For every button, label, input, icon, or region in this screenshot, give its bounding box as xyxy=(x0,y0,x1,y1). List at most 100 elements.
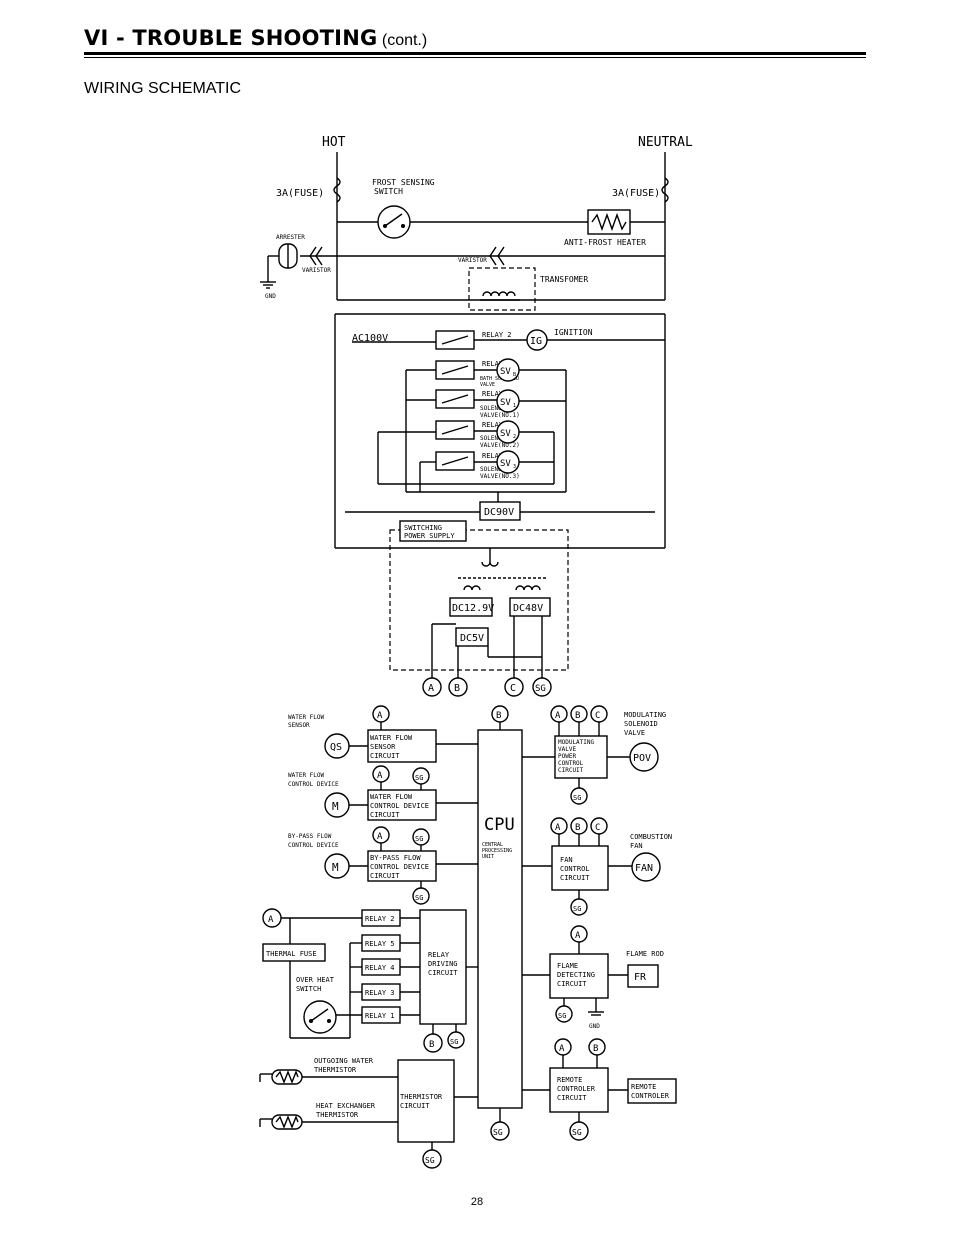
remote-box xyxy=(627,1078,677,1104)
header-title: VI - TROUBLE SHOOTING xyxy=(84,26,378,50)
bypass-label-1: BY-PASS FLOW xyxy=(288,833,332,840)
dc90v-label: DC90V xyxy=(484,507,514,518)
wf-sensor-label-1: WATER FLOW xyxy=(288,714,325,721)
terminal-a-label: A xyxy=(428,683,434,694)
thermistor-circuit-2: CIRCUIT xyxy=(400,1102,430,1110)
wf-control-label-2: CONTROL DEVICE xyxy=(288,781,339,788)
remote-term-b: B xyxy=(593,1044,598,1054)
relay-driving-1: RELAY xyxy=(428,951,450,959)
varistor-mid-label: VARISTOR xyxy=(458,257,487,264)
sv-no2-label-2: VALVE(NO.2) xyxy=(480,442,520,449)
switching-label-2: POWER SUPPLY xyxy=(404,532,455,540)
fuse-right-icon xyxy=(661,177,669,203)
sv-no3-label-2: VALVE(NO.3) xyxy=(480,473,520,480)
bypass-term-a: A xyxy=(377,832,383,842)
dc48v-box xyxy=(509,597,551,617)
water-flow-sensor-group: WATER FLOW SENSOR QS WATER FLOW SENSOR C… xyxy=(288,705,478,763)
mod-circuit-1: MODULATING xyxy=(558,739,595,746)
fan-term-b: B xyxy=(575,823,580,833)
sv-no2-label-1: SOLENOID xyxy=(480,435,509,442)
sv2-sub: 2 xyxy=(513,434,516,440)
relay-term-a: A xyxy=(268,915,274,925)
flame-rod-box xyxy=(627,964,659,988)
mains-section: HOT NEUTRAL 3A(FUSE) 3A(FUSE) FROST SENS… xyxy=(260,135,693,311)
dc90v-box xyxy=(479,501,521,521)
terminal-sg-label: SG xyxy=(535,684,546,694)
relay5-small-label: RELAY 5 xyxy=(365,940,395,948)
sv-no3-label-1: SOLENOID xyxy=(480,466,509,473)
wf-sensor-circuit-3: CIRCUIT xyxy=(370,752,400,760)
remote-label-2: CONTROLER xyxy=(631,1092,670,1100)
bypass-label-2: CONTROL DEVICE xyxy=(288,842,339,849)
wf-sensor-term-a: A xyxy=(377,711,383,721)
varistor-mid-icon xyxy=(489,246,505,266)
relay-driving-3: CIRCUIT xyxy=(428,969,458,977)
coil-129-icon xyxy=(463,585,481,591)
section-subtitle: WIRING SCHEMATIC xyxy=(84,80,242,97)
flame-term-a: A xyxy=(575,931,581,941)
cpu-sub-3: UNIT xyxy=(482,854,494,860)
switching-label-box xyxy=(399,520,467,542)
flame-circuit-1: FLAME xyxy=(557,962,578,970)
sv-no1-label-1: SOLENOID xyxy=(480,405,509,412)
relay2-label: RELAY 2 xyxy=(482,331,512,339)
fan-term-c: C xyxy=(595,823,600,833)
wf-sensor-circuit-2: SENSOR xyxy=(370,743,396,751)
sv-bath-sub: B xyxy=(513,372,516,378)
wf-control-term-sg: SG xyxy=(415,774,423,782)
varistor-left-label: VARISTOR xyxy=(302,267,331,274)
relay1-small-label: RELAY 1 xyxy=(365,1012,395,1020)
fan-icon xyxy=(631,852,661,882)
wf-control-circuit-2: CONTROL DEVICE xyxy=(370,802,429,810)
bypass-circuit-1: BY-PASS FLOW xyxy=(370,854,421,862)
cpu-sub-1: CENTRAL xyxy=(482,842,503,848)
ig-label: IG xyxy=(530,336,542,347)
transformer-box xyxy=(468,267,536,311)
relay4-label: RELAY 4 xyxy=(482,390,512,398)
wf-control-circuit-1: WATER FLOW xyxy=(370,793,413,801)
relay1-label: RELAY 1 xyxy=(482,452,512,460)
header-rule-thick xyxy=(84,52,866,55)
bypass-term-sg: SG xyxy=(415,835,423,843)
mod-circuit-4: CONTROL xyxy=(558,760,584,767)
wf-sensor-circuit-box xyxy=(367,729,437,763)
bath-sv-label-1: BATH SOLENOID xyxy=(480,376,519,382)
dc5v-label: DC5V xyxy=(460,633,484,644)
remote-label-1: REMOTE xyxy=(631,1083,656,1091)
bypass-group: BY-PASS FLOW CONTROL DEVICE M BY-PASS FL… xyxy=(288,826,478,905)
mod-circuit-box xyxy=(554,735,608,779)
page-header: VI - TROUBLE SHOOTING (cont.) xyxy=(84,26,866,50)
flame-rod-label: FLAME ROD xyxy=(626,950,664,958)
dc48v-label: DC48V xyxy=(513,603,543,614)
heater-resistor-icon xyxy=(591,212,627,232)
mod-term-sg: SG xyxy=(573,794,581,802)
motor-wf-label: M xyxy=(332,800,339,813)
terminal-a-icon xyxy=(422,677,442,697)
psu-coil-icon xyxy=(481,561,499,567)
relay-driving-box xyxy=(419,909,467,1025)
sv1-sub: 1 xyxy=(513,403,516,409)
water-flow-control-group: WATER FLOW CONTROL DEVICE M WATER FLOW C… xyxy=(288,765,478,821)
fan-circuit-3: CIRCUIT xyxy=(560,874,590,882)
relay5-label: RELAY 5 xyxy=(482,360,512,368)
fan-label: FAN xyxy=(635,863,653,874)
transformer-coil-icon xyxy=(482,291,516,297)
transformer-label: TRANSFOMER xyxy=(540,275,588,284)
fan-circuit-2: CONTROL xyxy=(560,865,590,873)
hx-thermistor-2: THERMISTOR xyxy=(316,1111,359,1119)
overheat-label-2: SWITCH xyxy=(296,985,321,993)
page-number: 28 xyxy=(470,1196,484,1208)
mod-valve-label-1: MODULATING xyxy=(624,711,666,719)
wf-control-term-a: A xyxy=(377,771,383,781)
wf-control-circuit-box xyxy=(367,789,437,821)
wf-sensor-circuit-1: WATER FLOW xyxy=(370,734,413,742)
frost-switch-icon xyxy=(377,205,411,239)
relay-driving-2: DRIVING xyxy=(428,960,458,968)
thermistor-circuit-box xyxy=(397,1059,455,1143)
flame-circuit-2: DETECTING xyxy=(557,971,595,979)
relay3-label: RELAY 3 xyxy=(482,421,512,429)
wf-sensor-label-2: SENSOR xyxy=(288,722,310,729)
sv1-label: SV xyxy=(500,398,511,408)
mod-term-b: B xyxy=(575,711,580,721)
